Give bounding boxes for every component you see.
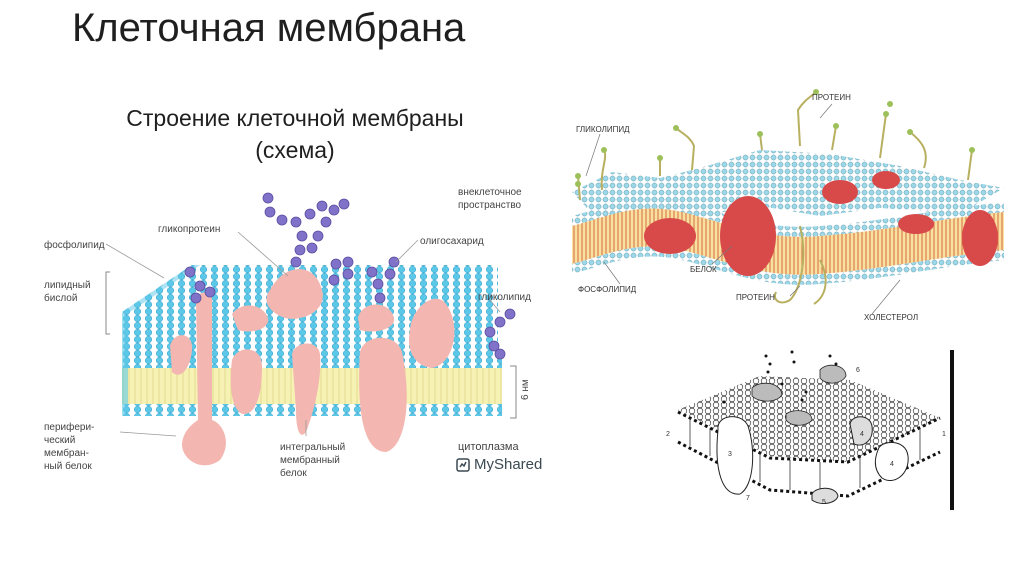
bw-scale-bar: [950, 350, 954, 510]
label-glycoprotein: гликопротеин: [158, 224, 220, 235]
label-glycolipid: гликолипид: [478, 292, 531, 303]
myshared-logo-icon: [456, 457, 470, 472]
bw-num-4a: 4: [860, 431, 864, 438]
integral-protein-1: [266, 269, 323, 319]
label-lipid-1: липидный: [44, 280, 91, 291]
integral-protein-2: [232, 305, 269, 332]
rt-label-glycolipid: ГЛИКОЛИПИД: [576, 125, 630, 134]
rt-protein-5: [898, 214, 934, 234]
label-extracellular-2: пространство: [458, 200, 522, 211]
lipid-bracket: [105, 271, 110, 335]
oligosaccharide-chains: [184, 192, 516, 360]
label-lipid-2: бислой: [44, 292, 77, 304]
bilayer-left-face: [122, 312, 128, 416]
rt-label-phospholipid: ФОСФОЛИПИД: [578, 285, 637, 294]
myshared-watermark: MyShared: [456, 456, 542, 473]
bw-glyco-2: [819, 364, 847, 384]
bw-glyco-3: [785, 410, 813, 426]
rt-front-outer-heads: [572, 198, 1004, 237]
rt-label-cholesterol: ХОЛЕСТЕРОЛ: [864, 313, 918, 322]
bw-num-3: 3: [728, 451, 732, 458]
integral-protein-6: [292, 343, 321, 435]
integral-protein-7: [182, 292, 226, 466]
label-integral-3: белок: [280, 467, 307, 479]
bw-protein-mid: [849, 416, 873, 446]
integral-protein-4: [408, 298, 455, 368]
bw-num-2: 2: [666, 431, 670, 438]
label-integral-1: интегральный: [280, 442, 345, 453]
rt-label-belok: БЕЛОК: [690, 265, 717, 274]
thickness-marker: [510, 365, 517, 419]
slide-title: Клеточная мембрана: [72, 6, 466, 50]
rt-label-protein-top: ПРОТЕИН: [812, 93, 851, 102]
label-peripheral-3: мембран-: [44, 447, 89, 459]
label-integral-2: мембранный: [280, 454, 340, 466]
rt-front-inner-heads: [572, 246, 1004, 285]
bw-sugar-dots: [722, 350, 838, 404]
integral-protein-8: [170, 335, 193, 375]
bw-num-5: 5: [822, 499, 826, 506]
rt-sugar-beads: [575, 89, 975, 187]
rt-protein-1: [720, 196, 776, 276]
label-peripheral-1: перифери-: [44, 421, 94, 433]
integral-protein-9: [230, 349, 262, 414]
diagram-subtitle: Строение клеточной мембраны (схема): [70, 102, 520, 166]
rt-protein-2: [644, 218, 696, 254]
subtitle-line-2: (схема): [255, 137, 335, 163]
bw-protein-bottom: [811, 487, 839, 504]
label-cytoplasm: цитоплазма: [458, 441, 519, 453]
rt-protein-3: [962, 210, 998, 266]
bw-num-6: 6: [856, 367, 860, 374]
label-peripheral-4: ный белок: [44, 460, 92, 472]
label-phospholipid: фосфолипид: [44, 239, 105, 251]
integral-protein-3: [358, 304, 395, 332]
label-thickness: 6 нм: [520, 379, 531, 400]
right-top-membrane-diagram: ПРОТЕИН ГЛИКОЛИПИД БЕЛОК ФОСФОЛИПИД ПРОТ…: [572, 89, 1004, 322]
integral-protein-5: [359, 337, 407, 452]
bw-glyco-1: [751, 382, 783, 402]
rt-protein-4: [822, 180, 858, 204]
rt-protein-6: [872, 171, 900, 189]
bw-protein-right: [874, 442, 909, 481]
bw-protein-large: [716, 416, 754, 495]
bw-num-4b: 4: [890, 461, 894, 468]
bw-num-1: 1: [942, 431, 946, 438]
rt-label-protein-bottom: ПРОТЕИН: [736, 293, 775, 302]
label-extracellular-1: внеклеточное: [458, 187, 522, 198]
subtitle-line-1: Строение клеточной мембраны: [126, 105, 464, 131]
bw-num-7: 7: [746, 495, 750, 502]
right-bottom-membrane-diagram: 1 2 3 4 4 5 6 7: [666, 350, 954, 510]
watermark-text: MyShared: [474, 456, 543, 473]
left-pointer-lines: [105, 231, 501, 437]
label-oligosaccharide: олигосахарид: [420, 236, 484, 247]
left-membrane-diagram: внеклеточное пространство гликопротеин ф…: [44, 187, 531, 479]
label-peripheral-2: ческий: [44, 435, 75, 446]
rt-pointer-lines: [585, 103, 901, 315]
